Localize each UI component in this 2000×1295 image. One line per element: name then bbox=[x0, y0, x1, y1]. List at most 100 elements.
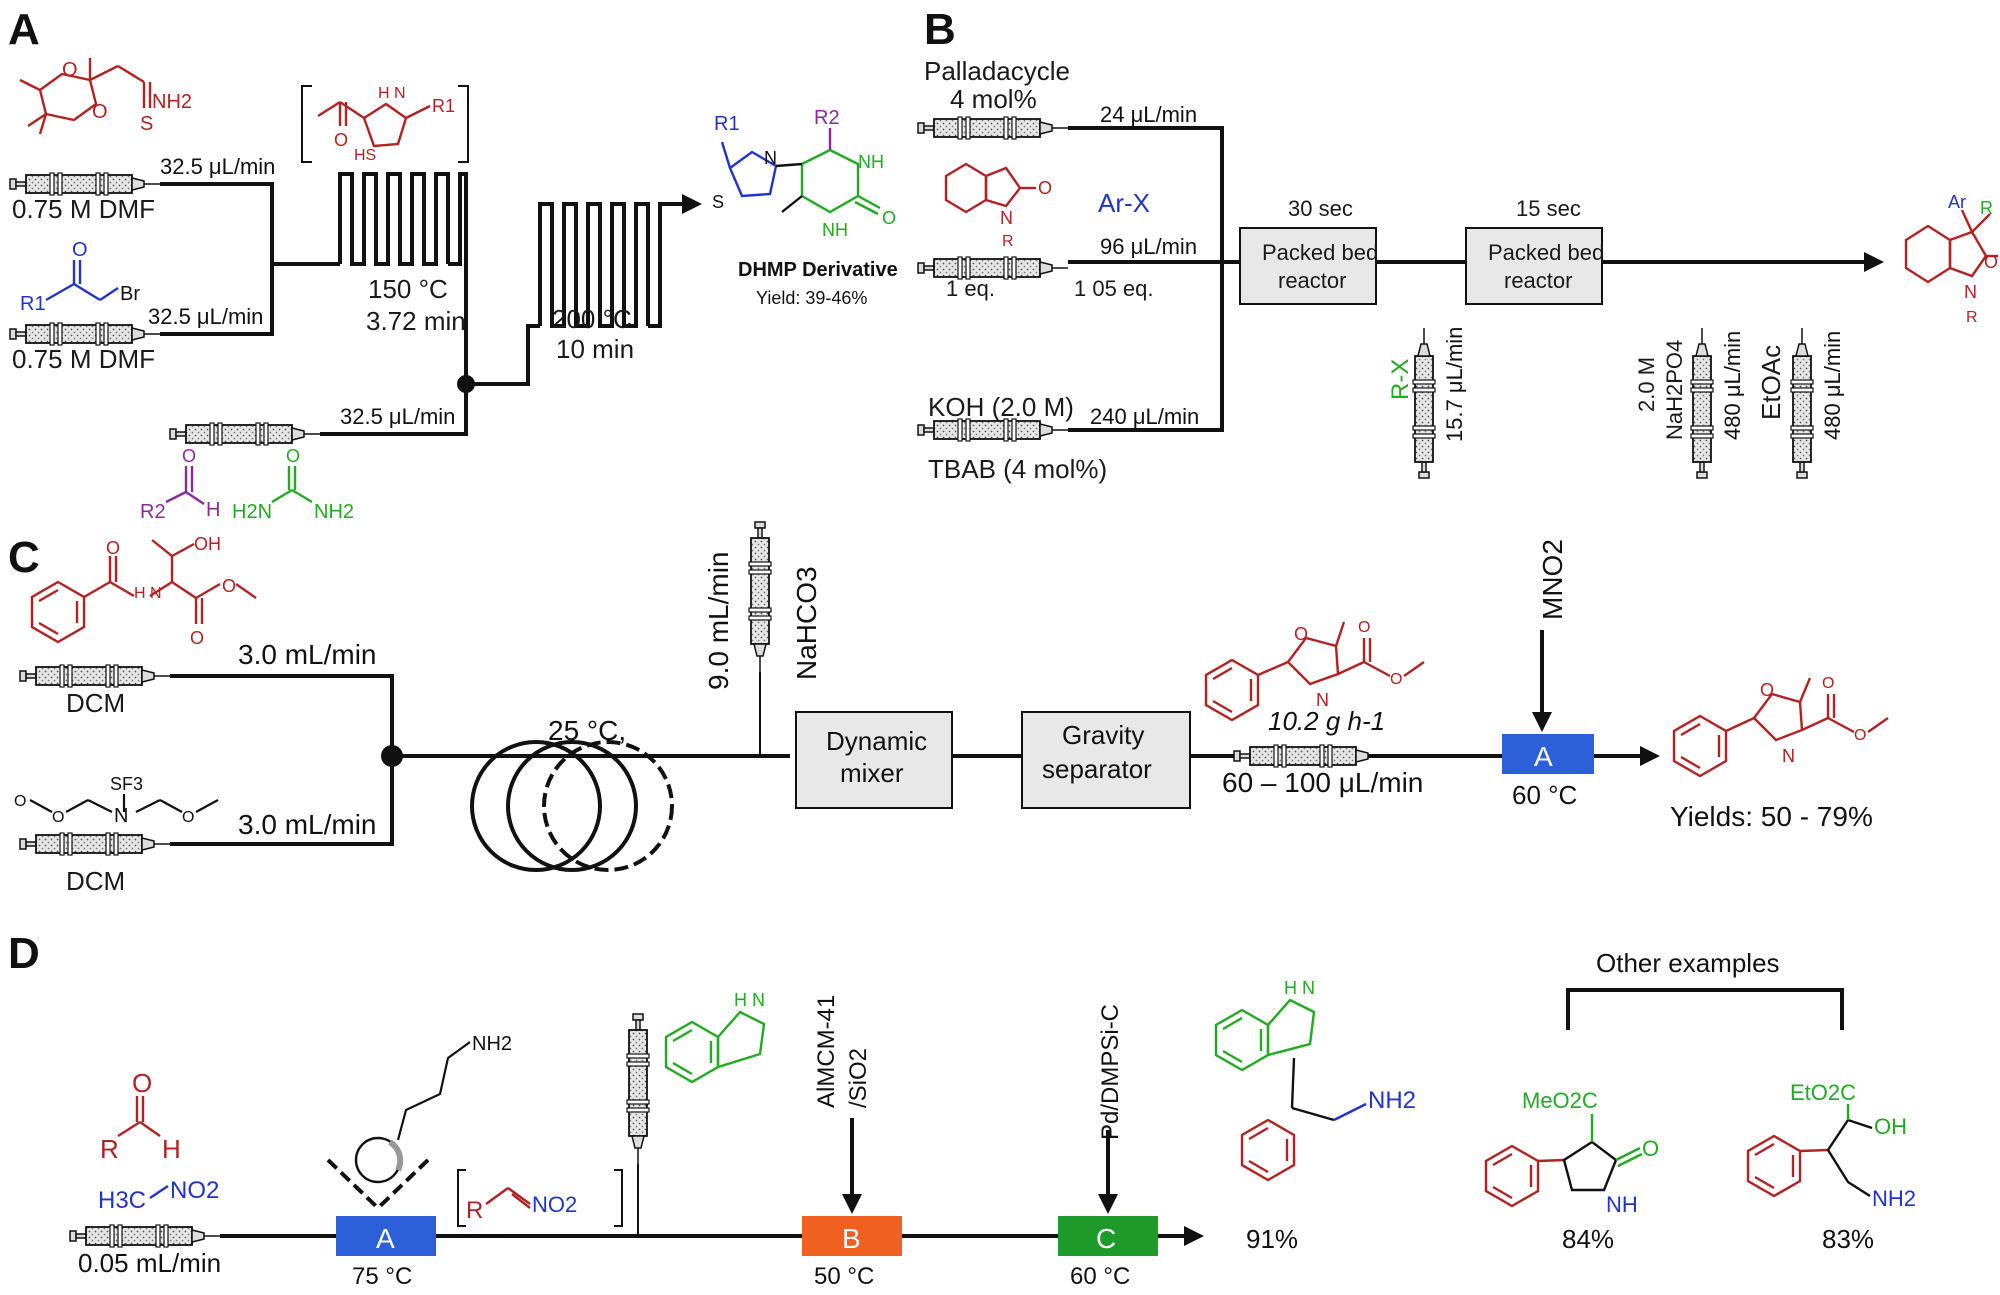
thiazole-ring bbox=[720, 141, 778, 198]
other-examples-bracket bbox=[1566, 988, 1844, 1030]
aldehyde-d-o: O bbox=[132, 1068, 152, 1098]
other-examples-label: Other examples bbox=[1596, 948, 1780, 978]
tube-a2 bbox=[160, 264, 274, 336]
reactor-a-d-label: A bbox=[376, 1223, 395, 1254]
deoxofluor-structure bbox=[29, 794, 219, 813]
panel-b: B Palladacycle 4 mol% 24 μL/min O N R Ar… bbox=[917, 5, 1998, 484]
svg-text:O: O bbox=[52, 809, 64, 826]
rate2-label: 32.5 μL/min bbox=[148, 304, 263, 329]
pd-loading-label: 4 mol% bbox=[950, 84, 1037, 114]
rate-b3: 240 μL/min bbox=[1090, 404, 1199, 429]
temp1-label: 150 °C bbox=[368, 274, 448, 304]
example2-ester: EtO2C bbox=[1790, 1080, 1856, 1105]
reactor1-line1: Packed bed bbox=[1262, 240, 1378, 265]
reactor2-line1: Packed bed bbox=[1488, 240, 1604, 265]
panel-b-label: B bbox=[924, 5, 956, 54]
syringe-1 bbox=[9, 172, 161, 196]
time2-label: 10 min bbox=[556, 334, 634, 364]
aldehyde-d-r: R bbox=[100, 1134, 119, 1164]
intermediate-nh: H N bbox=[378, 85, 406, 102]
tube-b3 bbox=[1068, 262, 1224, 432]
nh-label: H N bbox=[134, 585, 162, 602]
product-ar: Ar bbox=[1948, 192, 1966, 212]
product-indole bbox=[1214, 998, 1316, 1072]
product-name: DHMP Derivative bbox=[738, 259, 898, 281]
thioamide-structure bbox=[19, 58, 152, 135]
tube-a6 bbox=[648, 194, 702, 328]
product-n: N bbox=[1964, 282, 1977, 302]
panel-a-label: A bbox=[8, 5, 40, 54]
panel-d-label: D bbox=[8, 929, 40, 978]
catalyst-c: Pd/DMPSi-C bbox=[1097, 1004, 1124, 1140]
oxindole-o: O bbox=[1038, 178, 1052, 198]
intermediate-r1: R1 bbox=[432, 96, 455, 116]
temp-a-d: 75 °C bbox=[352, 1263, 412, 1290]
product-thiazole-n: N bbox=[764, 148, 777, 168]
product-r1: R1 bbox=[714, 113, 740, 135]
oxindole-n: N bbox=[1000, 208, 1013, 228]
nitromethane-no2: NO2 bbox=[170, 1177, 219, 1204]
product-nh2: NH2 bbox=[1368, 1087, 1416, 1114]
syringe-b1 bbox=[917, 116, 1069, 140]
packed-bed-reactor-2 bbox=[1465, 227, 1603, 305]
svg-text:O: O bbox=[222, 576, 236, 596]
svg-text:O: O bbox=[1390, 671, 1402, 688]
separator-line1: Gravity bbox=[1062, 720, 1144, 750]
syringe-nahco3 bbox=[748, 521, 772, 673]
syringe-indole bbox=[626, 1013, 650, 1165]
nahco3-label: NaHCO3 bbox=[791, 566, 822, 680]
eq2-label: 1 05 eq. bbox=[1074, 276, 1154, 301]
reactor-c-d bbox=[1058, 1216, 1158, 1256]
intermediate-hs: HS bbox=[354, 147, 376, 164]
aldehyde-h: H bbox=[206, 499, 220, 521]
temp2-label: 200 °C bbox=[552, 304, 632, 334]
temp-b-d: 50 °C bbox=[814, 1263, 874, 1290]
reactor-temp-c: 60 °C bbox=[1512, 780, 1577, 810]
packed-bed-reactor-1 bbox=[1239, 227, 1377, 305]
syringe-c1 bbox=[19, 664, 171, 688]
syringe-c2 bbox=[19, 832, 171, 856]
nitroalkene-r: R bbox=[466, 1197, 483, 1224]
oxazoline-structure bbox=[1204, 621, 1425, 722]
time-b1: 30 sec bbox=[1288, 196, 1353, 221]
example1-ring bbox=[1484, 1144, 1565, 1208]
rate-c2: 3.0 mL/min bbox=[238, 809, 377, 840]
dynamic-mixer bbox=[795, 711, 953, 809]
yield-main: 91% bbox=[1246, 1224, 1298, 1254]
svg-text:O: O bbox=[72, 239, 88, 261]
etoac-label: EtOAc bbox=[1756, 345, 1786, 420]
svg-text:O: O bbox=[1854, 727, 1866, 744]
catalyst-b1: AlMCM-41 bbox=[813, 995, 840, 1108]
br-label: Br bbox=[120, 283, 140, 305]
mixer-line1: Dynamic bbox=[826, 726, 927, 756]
oxazole-o: O bbox=[1760, 680, 1774, 700]
example2-nh2: NH2 bbox=[1872, 1186, 1916, 1211]
coil-temp: 25 °C, bbox=[548, 715, 626, 746]
panel-a: A O O NH2 S 0.75 M DMF 32.5 μL/min bbox=[8, 5, 898, 523]
productivity-label: 10.2 g h-1 bbox=[1268, 706, 1385, 736]
syringe-d1 bbox=[69, 1224, 221, 1248]
product-r-bottom: R bbox=[1966, 309, 1978, 326]
oxidant-label: MNO2 bbox=[1537, 539, 1568, 620]
amine-label: NH2 bbox=[472, 1033, 512, 1055]
svg-text:O: O bbox=[182, 446, 196, 466]
reactor-a-label: A bbox=[1534, 741, 1553, 772]
time1-label: 3.72 min bbox=[366, 306, 466, 336]
indole-structure bbox=[664, 1010, 766, 1084]
coil-reactor-2 bbox=[538, 202, 650, 328]
reactor-a-c bbox=[1502, 734, 1594, 774]
reactor1-line2: reactor bbox=[1278, 268, 1346, 293]
deoxofluor-n: N bbox=[114, 805, 128, 827]
example1-yield: 84% bbox=[1562, 1224, 1614, 1254]
tube-a3 bbox=[448, 172, 468, 384]
flow-rate-d: 0.05 mL/min bbox=[78, 1248, 221, 1278]
nah2po4-rate: 480 μL/min bbox=[1720, 331, 1745, 440]
tube-a1 bbox=[160, 182, 274, 264]
product-o: O bbox=[1984, 252, 1998, 272]
nitromethane-label: H3C bbox=[98, 1187, 146, 1214]
temp-c-d: 60 °C bbox=[1070, 1263, 1130, 1290]
oh-label: OH bbox=[194, 534, 221, 554]
oxazoline-n: N bbox=[1316, 690, 1329, 710]
oxazole-n: N bbox=[1782, 746, 1795, 766]
product-nh-bottom: NH bbox=[822, 220, 848, 240]
